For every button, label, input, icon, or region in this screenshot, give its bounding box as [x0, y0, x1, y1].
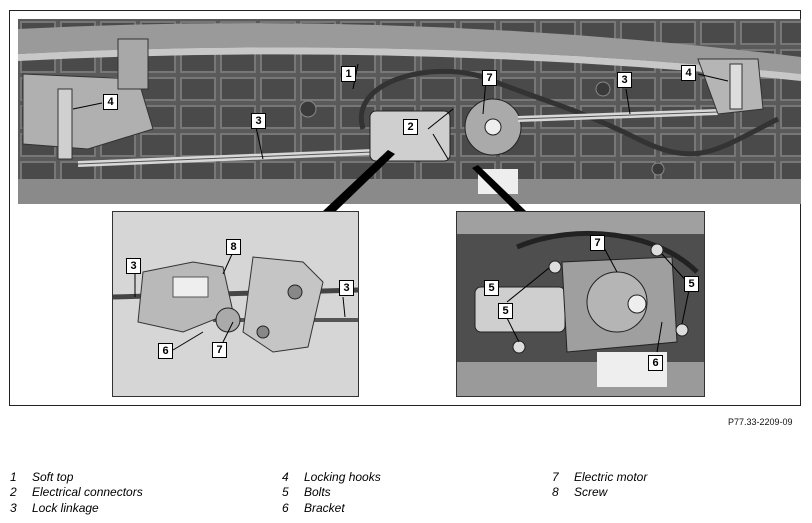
legend: 1 Soft top 2 Electrical connectors 3 Lock l…: [0, 468, 812, 523]
callout-3-lock-linkage-left: 3: [251, 113, 266, 129]
callout-7-electric-motor: 7: [482, 70, 497, 86]
legend-number: 2: [10, 485, 17, 499]
legend-item: 3 Lock linkage: [10, 501, 99, 516]
legend-number: 8: [552, 485, 559, 499]
legend-number: 4: [282, 470, 289, 484]
top-photo-drawing: [18, 19, 801, 204]
callout-5-bolt-left: 5: [484, 280, 499, 296]
legend-item: 2 Electrical connectors: [10, 485, 143, 500]
legend-number: 3: [10, 501, 17, 515]
legend-item: 7 Electric motor: [552, 470, 647, 485]
legend-label: Soft top: [32, 470, 74, 484]
callout-5-bolt-lower: 5: [498, 303, 513, 319]
callout-3-lock-linkage-inset-left: 3: [126, 258, 141, 274]
callout-7-electric-motor-inset: 7: [212, 342, 227, 358]
inset-right-drawing: [457, 212, 704, 396]
callout-5-bolt-right: 5: [684, 276, 699, 292]
legend-item: 5 Bolts: [282, 485, 331, 500]
callout-4-locking-hook-right: 4: [681, 65, 696, 81]
legend-item: 4 Locking hooks: [282, 470, 381, 485]
callout-3-lock-linkage-right: 3: [617, 72, 632, 88]
inset-right-photo: [456, 211, 705, 397]
legend-label: Bolts: [304, 485, 331, 499]
legend-label: Electric motor: [574, 470, 648, 484]
callout-8-screw: 8: [226, 239, 241, 255]
legend-label: Locking hooks: [304, 470, 381, 484]
figure-code: P77.33-2209-09: [728, 417, 793, 427]
legend-number: 5: [282, 485, 289, 499]
legend-label: Lock linkage: [32, 501, 99, 515]
legend-label: Bracket: [304, 501, 345, 515]
legend-label: Electrical connectors: [32, 485, 143, 499]
callout-4-locking-hook-left: 4: [103, 94, 118, 110]
callout-6-bracket-inset: 6: [648, 355, 663, 371]
legend-item: 6 Bracket: [282, 501, 345, 516]
top-photo: [18, 19, 801, 204]
callout-1-soft-top: 1: [341, 66, 356, 82]
callout-6-bracket: 6: [158, 343, 173, 359]
callout-3-lock-linkage-inset-right: 3: [339, 280, 354, 296]
legend-number: 6: [282, 501, 289, 515]
callout-2-electrical-connectors: 2: [403, 119, 418, 135]
callout-7-electric-motor-inset-right: 7: [590, 235, 605, 251]
legend-item: 8 Screw: [552, 485, 607, 500]
legend-item: 1 Soft top: [10, 470, 73, 485]
legend-label: Screw: [574, 485, 608, 499]
legend-number: 7: [552, 470, 559, 484]
legend-number: 1: [10, 470, 17, 484]
